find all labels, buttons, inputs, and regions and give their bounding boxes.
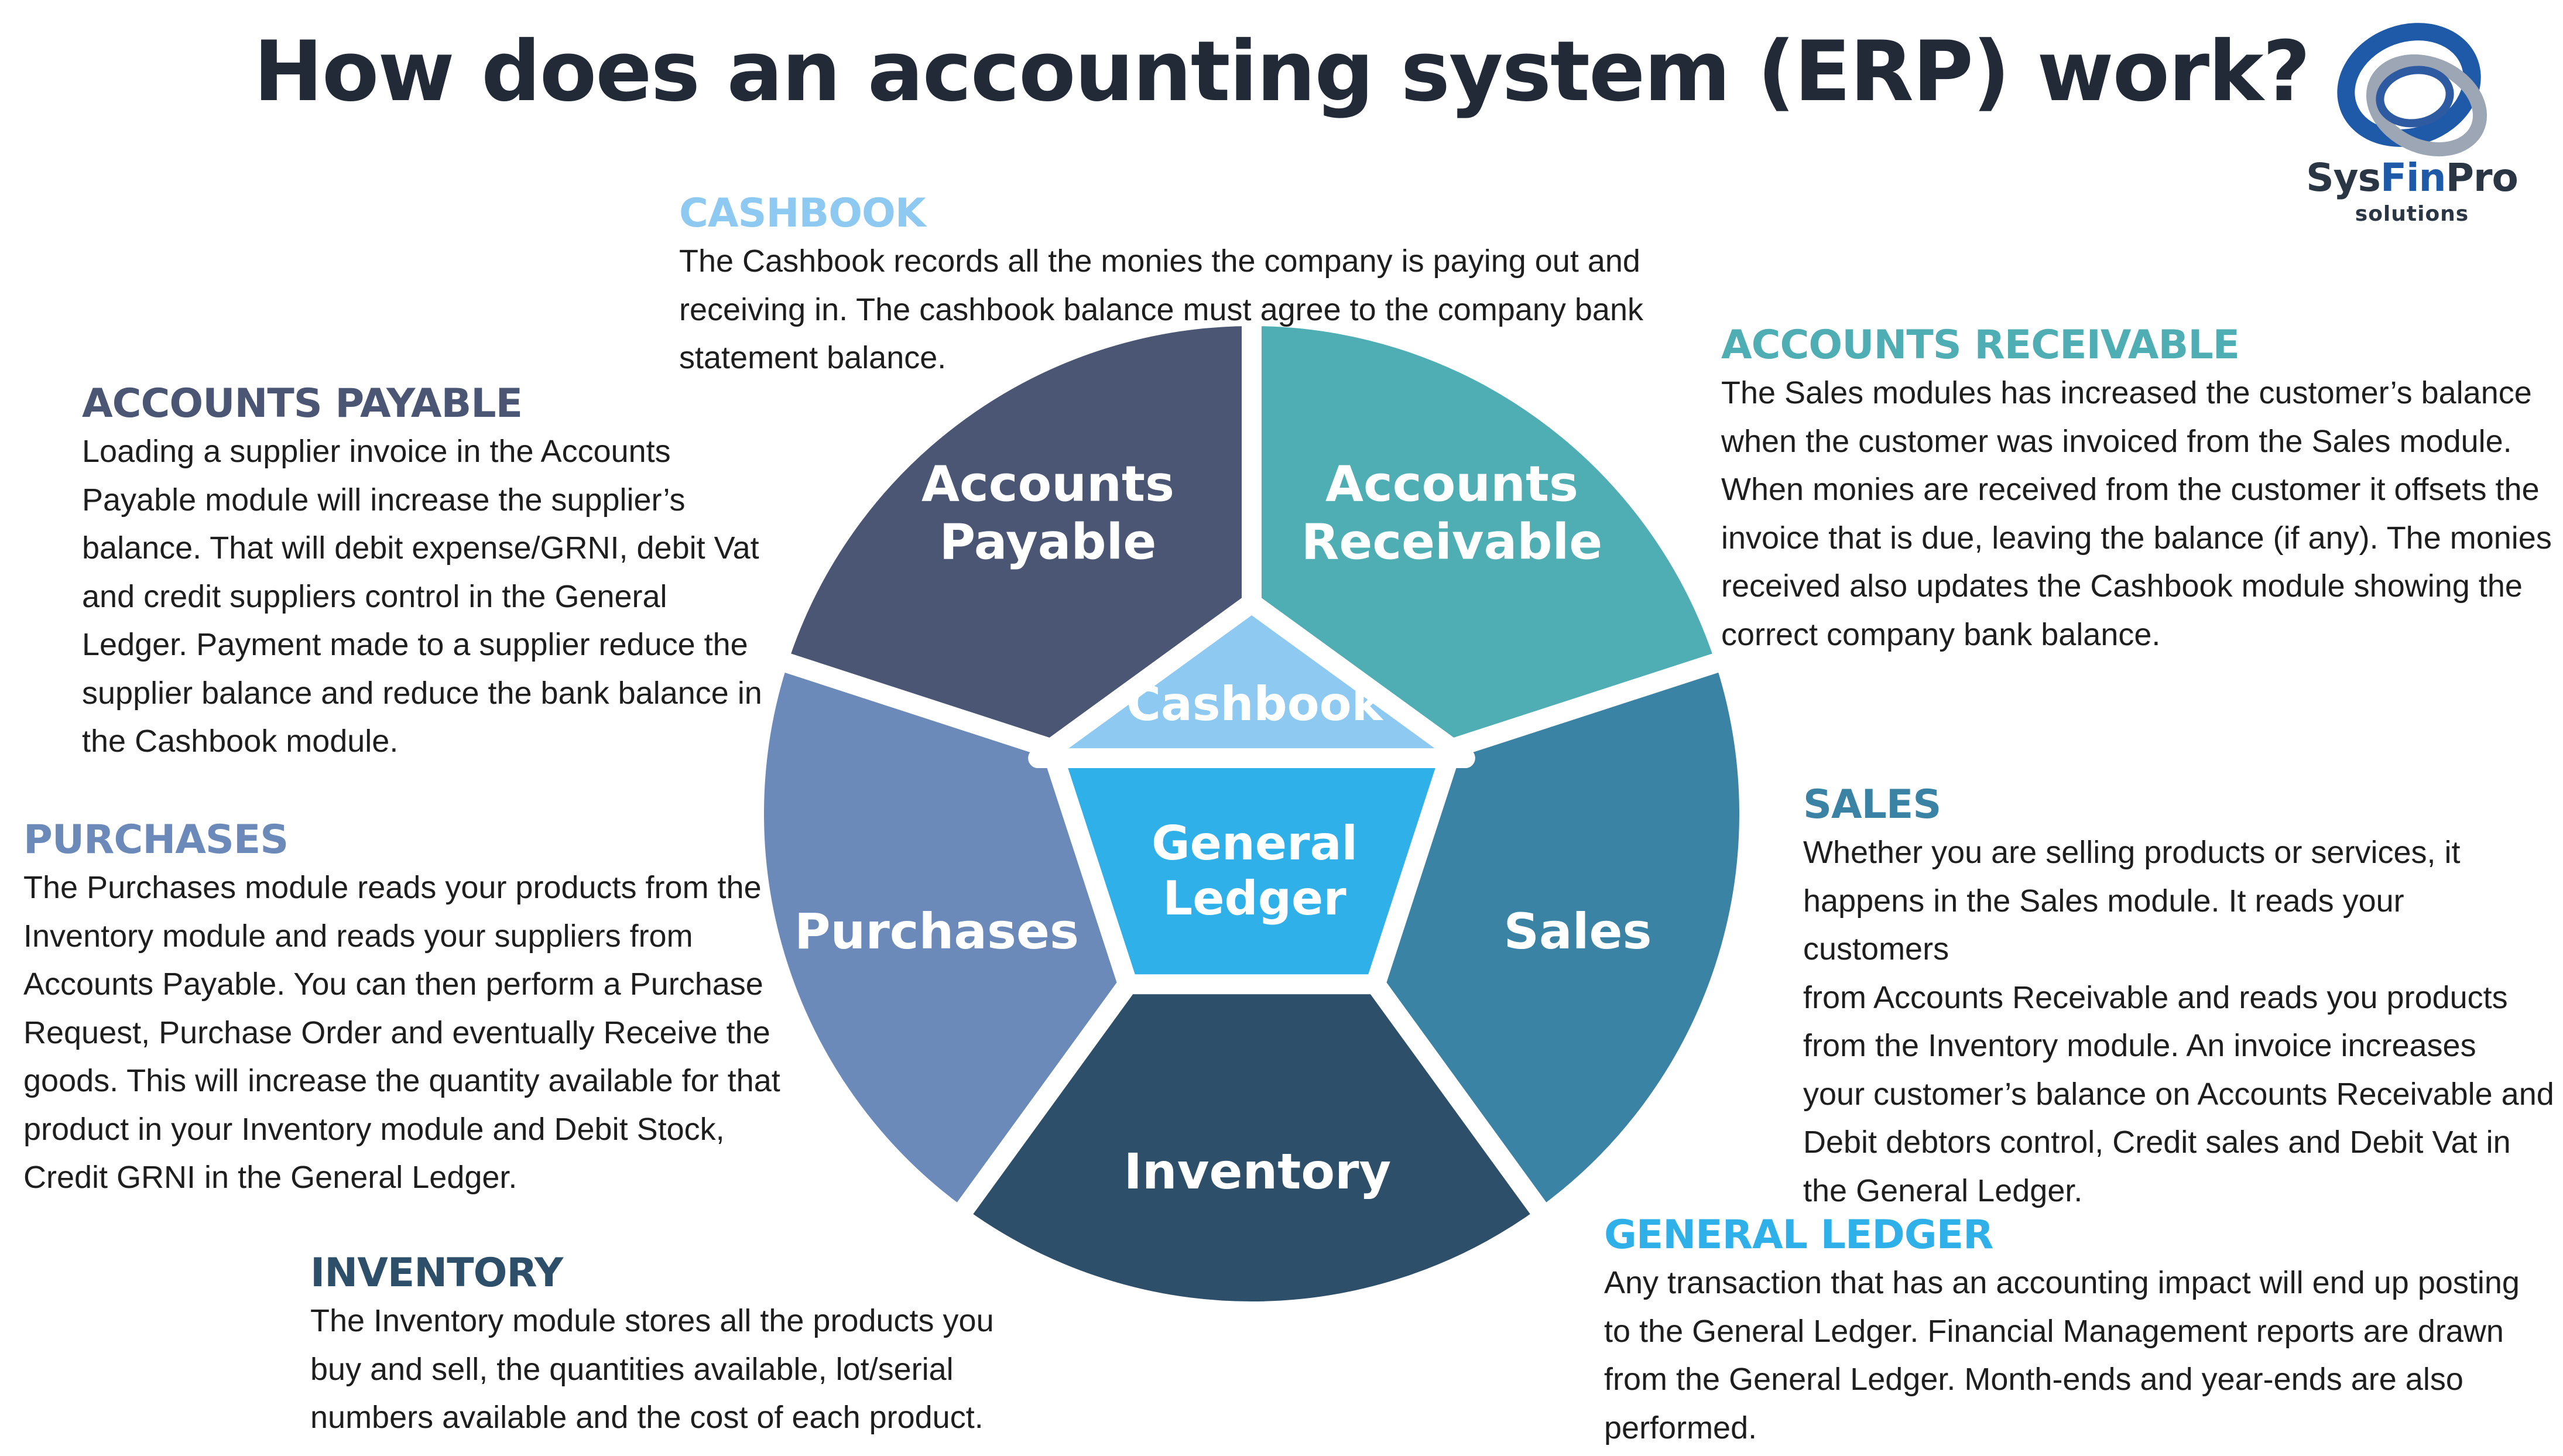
page-title: How does an accounting system (ERP) work… — [253, 23, 2311, 120]
description-line: statement balance. — [679, 340, 947, 375]
inventory-description: The Inventory module stores all the prod… — [310, 1297, 1071, 1442]
description-line: Request, Purchase Order and eventually R… — [23, 1015, 770, 1050]
cashbook-description: The Cashbook records all the monies the … — [679, 237, 1686, 382]
cashbook-label: Cashbook — [1126, 677, 1383, 731]
accounts-receivable-heading: ACCOUNTS RECEIVABLE — [1721, 322, 2240, 368]
accounts-payable-description: Loading a supplier invoice in the Accoun… — [82, 427, 802, 766]
description-line: The Purchases module reads your products… — [23, 870, 762, 905]
general-ledger-segment — [1028, 738, 1475, 995]
description-line: performed. — [1604, 1410, 1757, 1445]
general-ledger-heading: GENERAL LEDGER — [1604, 1212, 1993, 1258]
accounts-payable-heading: ACCOUNTS PAYABLE — [82, 381, 523, 427]
description-line: received also updates the Cashbook modul… — [1721, 568, 2523, 604]
inventory-label: Inventory — [1124, 1143, 1392, 1200]
description-line: when the customer was invoiced from the … — [1721, 423, 2512, 459]
description-line: receiving in. The cashbook balance must … — [679, 292, 1643, 327]
description-line: Ledger. Payment made to a supplier reduc… — [82, 627, 748, 662]
purchases-description: The Purchases module reads your products… — [23, 864, 802, 1202]
sales-segment — [1355, 650, 1759, 1227]
inventory-segment — [949, 960, 1554, 1321]
description-line: Credit GRNI in the General Ledger. — [23, 1160, 518, 1195]
description-line: the Cashbook module. — [82, 724, 399, 759]
general-ledger-description: Any transaction that has an accounting i… — [1604, 1259, 2558, 1452]
description-line: happens in the Sales module. It reads yo… — [1803, 883, 2404, 967]
description-line: buy and sell, the quantities available, … — [310, 1351, 954, 1387]
description-line: from the General Ledger. Month-ends and … — [1604, 1362, 2463, 1397]
description-line: Any transaction that has an accounting i… — [1604, 1265, 2520, 1300]
purchases-section: PURCHASES The Purchases module reads you… — [23, 817, 802, 1202]
logo-tagline: solutions — [2355, 202, 2469, 226]
logo-wordmark: SysFinPro — [2306, 155, 2519, 200]
description-line: Accounts Payable. You can then perform a… — [23, 967, 763, 1002]
description-line: Payable module will increase the supplie… — [82, 482, 686, 518]
accounts-receivable-segment — [1242, 306, 1735, 765]
description-line: Loading a supplier invoice in the Accoun… — [82, 434, 671, 469]
accounts-payable-segment — [768, 306, 1262, 765]
description-line: numbers available and the cost of each p… — [310, 1400, 984, 1435]
description-line: from the Inventory module. An invoice in… — [1803, 1028, 2476, 1063]
description-line: invoice that is due, leaving the balance… — [1721, 520, 2552, 556]
description-line: Debit debtors control, Credit sales and … — [1803, 1125, 2511, 1160]
accounts-payable-section: ACCOUNTS PAYABLE Loading a supplier invo… — [82, 381, 802, 766]
description-line: product in your Inventory module and Deb… — [23, 1111, 725, 1147]
sales-heading: SALES — [1803, 782, 1941, 828]
description-line: Inventory module and reads your supplier… — [23, 918, 693, 954]
sales-section: SALES Whether you are selling products o… — [1803, 782, 2558, 1215]
description-line: Whether you are selling products or serv… — [1803, 835, 2461, 870]
description-line: balance. That will debit expense/GRNI, d… — [82, 530, 759, 566]
purchases-label: Purchases — [794, 903, 1079, 960]
description-line: from Accounts Receivable and reads you p… — [1803, 979, 2508, 1015]
description-line: The Sales modules has increased the cust… — [1721, 375, 2532, 410]
description-line: The Cashbook records all the monies the … — [679, 244, 1640, 279]
accounts-receivable-description: The Sales modules has increased the cust… — [1721, 369, 2552, 659]
cashbook-heading: CASHBOOK — [679, 190, 926, 237]
cashbook-section: CASHBOOK The Cashbook records all the mo… — [679, 190, 1686, 382]
purchases-segment — [744, 650, 1149, 1227]
accounts-receivable-section: ACCOUNTS RECEIVABLE The Sales modules ha… — [1721, 322, 2552, 659]
description-line: supplier balance and reduce the bank bal… — [82, 675, 762, 711]
description-line: correct company bank balance. — [1721, 616, 2161, 652]
swirl-logo-icon — [2337, 23, 2487, 157]
sales-label: Sales — [1504, 903, 1652, 960]
description-line: goods. This will increase the quantity a… — [23, 1063, 780, 1098]
sales-description: Whether you are selling products or serv… — [1803, 828, 2558, 1215]
inventory-section: INVENTORY The Inventory module stores al… — [310, 1250, 1071, 1442]
description-line: the General Ledger. — [1803, 1173, 2083, 1208]
description-line: and credit suppliers control in the Gene… — [82, 578, 667, 614]
description-line: When monies are received from the custom… — [1721, 472, 2540, 507]
purchases-heading: PURCHASES — [23, 817, 289, 863]
description-line: The Inventory module stores all the prod… — [310, 1303, 994, 1338]
general-ledger-section: GENERAL LEDGER Any transaction that has … — [1604, 1212, 2558, 1452]
description-line: your customer’s balance on Accounts Rece… — [1803, 1076, 2554, 1112]
description-line: to the General Ledger. Financial Managem… — [1604, 1313, 2504, 1349]
inventory-heading: INVENTORY — [310, 1250, 563, 1296]
